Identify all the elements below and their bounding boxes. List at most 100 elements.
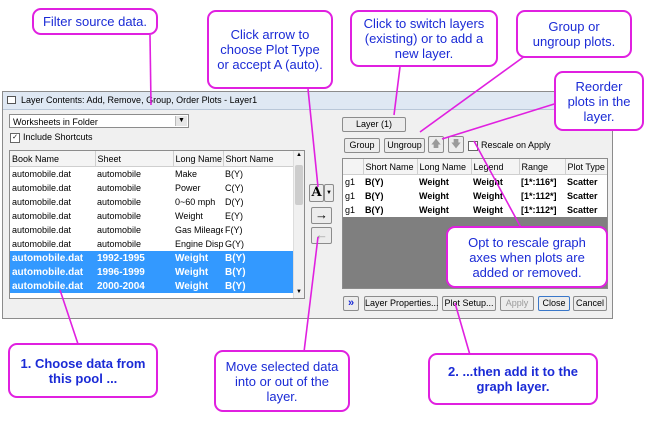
callout-rescale: Opt to rescale graph axes when plots are… — [446, 226, 608, 288]
expand-button[interactable]: » — [343, 296, 359, 311]
apply-button[interactable]: Apply — [500, 296, 534, 311]
pointer-rescale — [473, 140, 526, 236]
layer-cell: Scatter — [567, 191, 598, 201]
pointer-add-it — [454, 302, 471, 356]
source-column-header[interactable]: Book Name — [10, 151, 96, 167]
layer-cell: B(Y) — [365, 205, 384, 215]
source-cell: automobile.dat — [12, 169, 72, 179]
source-column-header[interactable]: Long Name — [173, 151, 224, 167]
layer-column-header[interactable] — [343, 159, 364, 175]
layer-contents-dialog: Layer Contents: Add, Remove, Group, Orde… — [2, 91, 613, 319]
source-cell: automobile.dat — [10, 279, 95, 293]
layer-column-header[interactable]: Long Name — [417, 159, 472, 175]
checkbox-box[interactable] — [468, 140, 478, 151]
layer-cell: Weight — [473, 177, 503, 187]
group-button[interactable]: Group — [344, 138, 380, 153]
scroll-up-icon[interactable]: ▲ — [296, 152, 302, 158]
cancel-button[interactable]: Cancel — [573, 296, 607, 311]
source-cell: automobile.dat — [12, 225, 72, 235]
source-row[interactable]: automobile.dat automobile Make B(Y) — [10, 167, 293, 182]
source-cell: E(Y) — [225, 211, 243, 221]
source-filter-select[interactable]: Worksheets in Folder ▼ — [9, 114, 189, 128]
source-cell: 2000-2004 — [95, 279, 173, 293]
callout-plot-type: Click arrow to choose Plot Type or accep… — [207, 10, 333, 89]
source-cell: automobile — [97, 183, 142, 193]
layer-column-header[interactable]: Short Name — [363, 159, 418, 175]
source-column-header[interactable]: Short Name — [223, 151, 294, 167]
source-cell: B(Y) — [223, 279, 293, 293]
layer-cell: B(Y) — [365, 191, 384, 201]
pointer-filter — [149, 34, 152, 106]
move-down-button[interactable]: 🡇 — [448, 136, 464, 153]
source-grid-scrollbar[interactable]: ▲ ▼ — [293, 151, 304, 298]
pointer-move — [303, 236, 319, 353]
source-cell: Power — [175, 183, 201, 193]
callout-switch-layers: Click to switch layers (existing) or to … — [350, 10, 498, 67]
source-cell: B(Y) — [223, 251, 293, 265]
plot-type-button[interactable]: A — [309, 184, 324, 202]
layer-cell: B(Y) — [365, 177, 384, 187]
pointer-choose-data — [59, 289, 81, 351]
move-up-button[interactable]: 🡅 — [428, 136, 444, 153]
callout-reorder: Reorder plots in the layer. — [554, 71, 644, 131]
source-row[interactable]: automobile.dat automobile 0~60 mph D(Y) — [10, 195, 293, 209]
layer-cell: Scatter — [567, 205, 598, 215]
callout-add-it: 2. ...then add it to the graph layer. — [428, 353, 598, 405]
source-cell: automobile.dat — [12, 183, 72, 193]
close-button[interactable]: Close — [538, 296, 570, 311]
layer-cell: [1*:112*] — [521, 205, 557, 215]
layer-cell: Weight — [419, 205, 449, 215]
pointer-switch-layers — [393, 66, 401, 116]
source-cell: automobile.dat — [10, 265, 95, 279]
source-cell: automobile — [97, 225, 142, 235]
app-icon — [7, 96, 16, 104]
source-cell: Weight — [173, 279, 223, 293]
layer-cell: g1 — [345, 177, 356, 187]
source-cell: B(Y) — [225, 169, 243, 179]
add-to-layer-button[interactable]: → — [311, 207, 332, 224]
plot-type-arrow-button[interactable]: ▼ — [324, 184, 334, 202]
source-cell: Engine Disp — [175, 239, 223, 249]
layer-button[interactable]: Layer (1) — [342, 117, 406, 132]
layer-cell: Weight — [419, 177, 449, 187]
rescale-label: Rescale on Apply — [481, 140, 551, 150]
pointer-group — [419, 44, 541, 133]
layer-cell: g1 — [345, 205, 356, 215]
source-cell: D(Y) — [225, 197, 244, 207]
layer-column-header[interactable]: Range — [519, 159, 566, 175]
source-column-header[interactable]: Sheet — [95, 151, 174, 167]
source-cell: Weight — [175, 211, 203, 221]
source-cell: Weight — [173, 251, 223, 265]
scroll-down-icon[interactable]: ▼ — [296, 289, 302, 295]
source-cell: automobile — [97, 197, 142, 207]
layer-cell: Weight — [419, 191, 449, 201]
include-shortcuts-checkbox[interactable]: ✓Include Shortcuts — [10, 132, 93, 143]
checkbox-check-icon[interactable]: ✓ — [10, 132, 20, 143]
source-cell: automobile.dat — [12, 197, 72, 207]
scroll-thumb[interactable] — [295, 165, 303, 205]
rescale-on-apply-checkbox[interactable]: Rescale on Apply — [468, 140, 551, 151]
layer-properties-button[interactable]: Layer Properties... — [364, 296, 439, 311]
source-cell: Make — [175, 169, 198, 179]
source-cell: automobile — [97, 169, 142, 179]
source-cell: 0~60 mph — [175, 197, 216, 207]
layer-column-header[interactable]: Plot Type — [565, 159, 607, 175]
source-cell: automobile.dat — [12, 211, 72, 221]
source-cell: B(Y) — [223, 265, 293, 279]
ungroup-button[interactable]: Ungroup — [384, 138, 425, 153]
chevron-down-icon[interactable]: ▼ — [175, 116, 187, 126]
dialog-title: Layer Contents: Add, Remove, Group, Orde… — [21, 95, 258, 105]
callout-group: Group or ungroup plots. — [516, 10, 632, 58]
layer-cell: [1*:116*] — [521, 177, 557, 187]
